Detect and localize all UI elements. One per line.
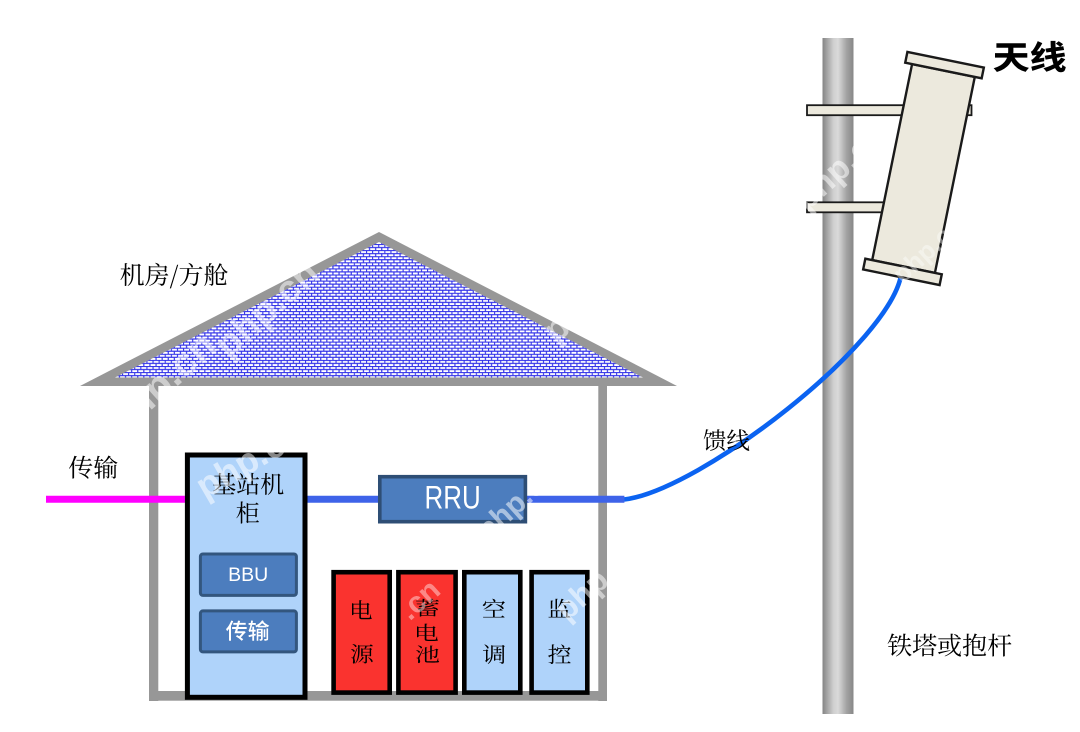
svg-text:php.cn: php.cn (534, 241, 649, 350)
svg-text:RRU: RRU (425, 481, 481, 516)
svg-text:BBU: BBU (228, 564, 268, 586)
